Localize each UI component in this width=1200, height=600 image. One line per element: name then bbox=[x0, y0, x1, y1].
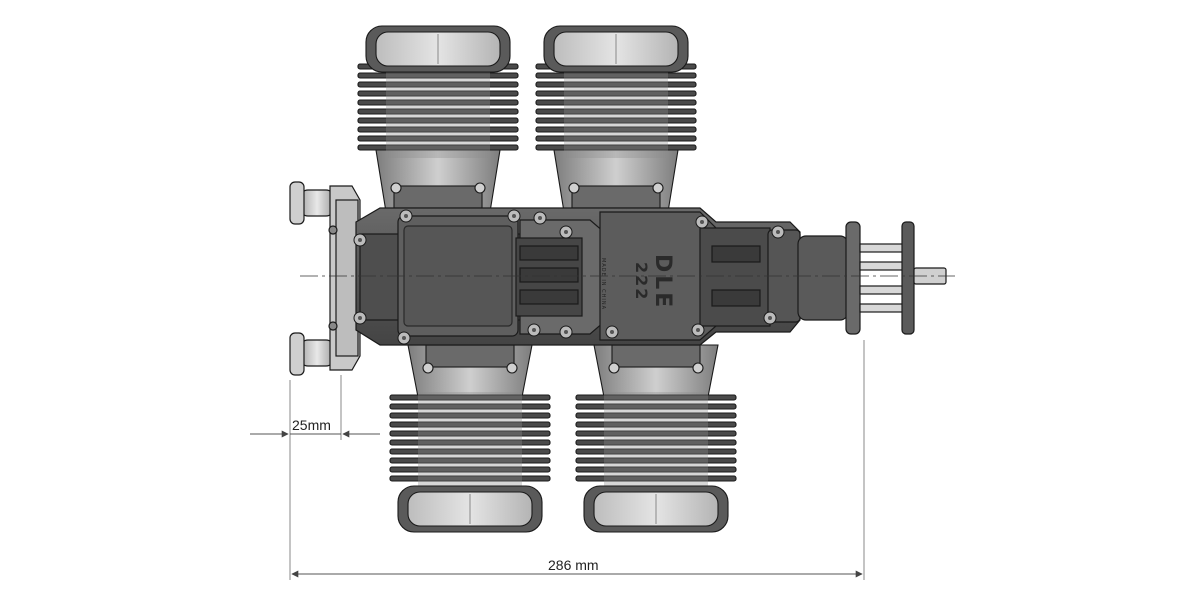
extension-lines bbox=[289, 340, 865, 580]
dimension-mount-depth: 25mm bbox=[250, 417, 380, 438]
dimension-label-total-length: 286 mm bbox=[548, 557, 599, 573]
prop-hub bbox=[797, 221, 947, 335]
crankcase bbox=[355, 207, 801, 346]
cylinder-bottom-rear bbox=[389, 344, 551, 533]
rear-mount-plate bbox=[289, 181, 361, 376]
engine-lettering: DLE 222 MADE IN CHINA bbox=[600, 254, 675, 310]
engine-marking: MADE IN CHINA bbox=[600, 258, 606, 310]
crankcase-bolts bbox=[353, 209, 785, 345]
engine-model: 222 bbox=[632, 262, 651, 301]
cylinder-top-front bbox=[535, 25, 697, 213]
cylinder-top-rear bbox=[357, 25, 519, 213]
dimension-label-mount-depth: 25mm bbox=[292, 417, 331, 433]
dimension-total-length: 286 mm bbox=[291, 557, 863, 578]
engine-brand: DLE bbox=[650, 254, 675, 310]
cylinder-bottom-front bbox=[575, 344, 737, 533]
top-cylinders bbox=[357, 25, 697, 213]
bottom-cylinders bbox=[389, 344, 737, 533]
